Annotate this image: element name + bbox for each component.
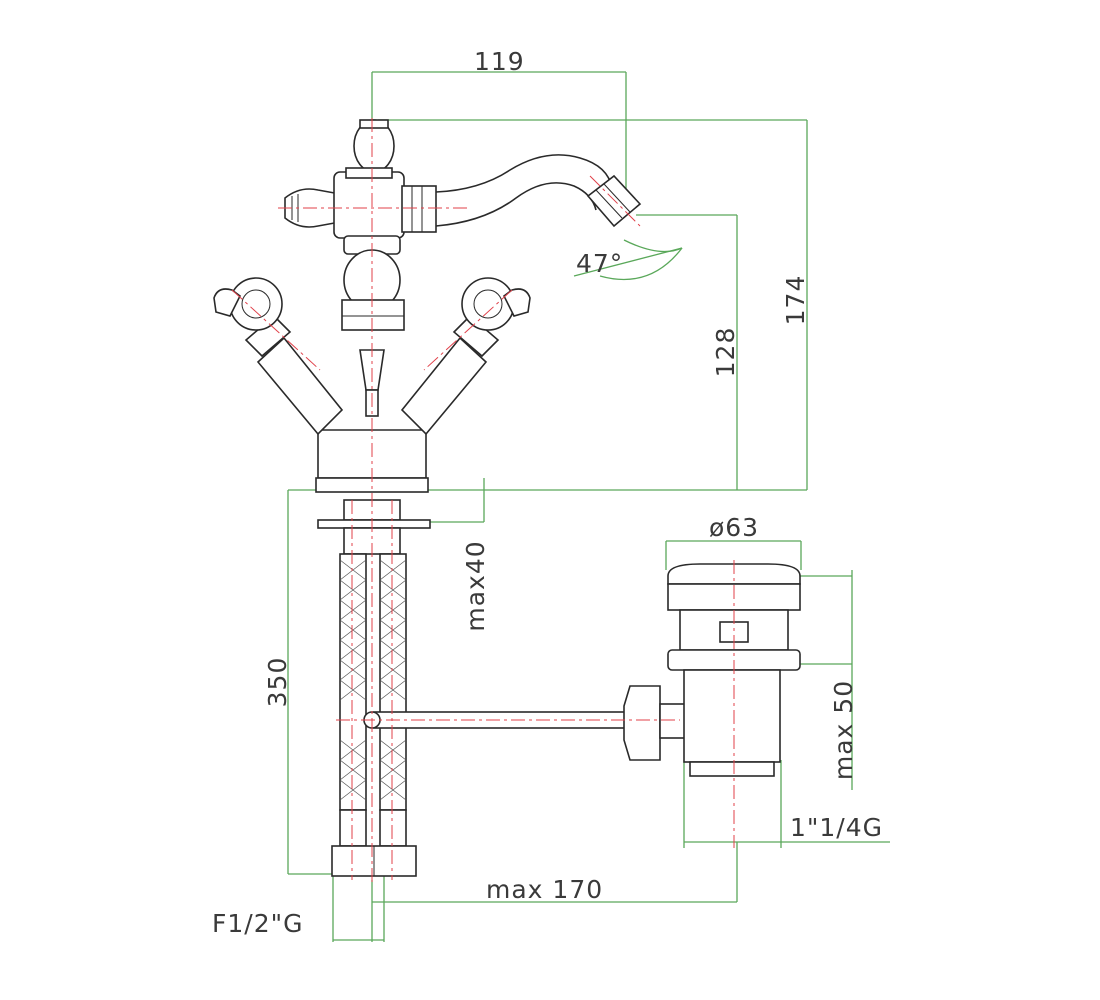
dim-max-deck-thickness: max40 bbox=[461, 540, 490, 631]
pop-up-waste bbox=[363, 563, 801, 777]
dim-inlet-thread: F1/2"G bbox=[212, 909, 304, 938]
dimension-labels: 119 174 128 47° max40 350 ø63 max 50 1"1… bbox=[212, 47, 883, 938]
dim-max-rod-distance: max 170 bbox=[486, 875, 603, 904]
dim-waste-thread: 1"1/4G bbox=[790, 813, 883, 842]
dim-spout-height: 128 bbox=[711, 327, 740, 378]
dim-total-height: 174 bbox=[781, 275, 810, 326]
flexible-hoses bbox=[317, 499, 431, 877]
center-lines bbox=[231, 118, 735, 884]
dim-spray-angle: 47° bbox=[576, 249, 623, 278]
dim-hose-length: 350 bbox=[263, 657, 292, 708]
dimension-lines bbox=[287, 71, 890, 942]
mixer-body bbox=[213, 119, 642, 493]
dim-waste-diameter: ø63 bbox=[709, 513, 759, 542]
dim-waste-depth: max 50 bbox=[829, 680, 858, 780]
dim-spout-reach: 119 bbox=[474, 47, 525, 76]
